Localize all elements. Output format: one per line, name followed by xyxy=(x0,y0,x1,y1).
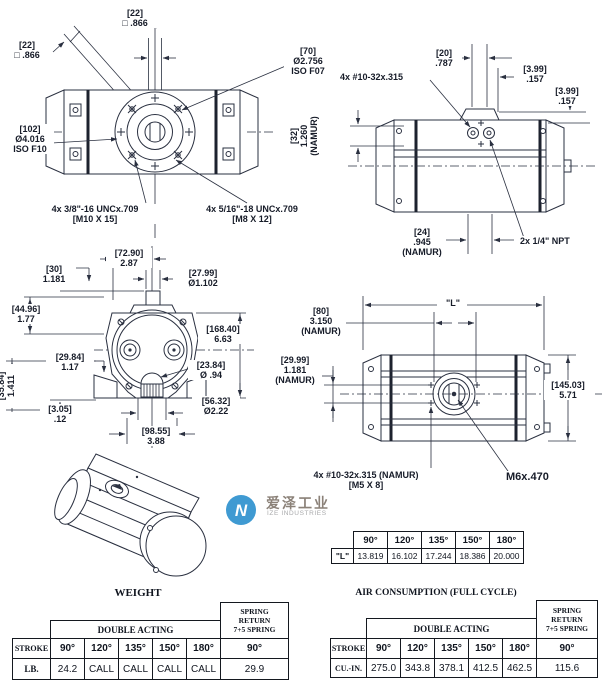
dim-label-square-22-left: [22] □ .866 xyxy=(2,40,52,60)
air-angle-135: 135° xyxy=(434,638,469,659)
weight-unit-label: LB. xyxy=(12,658,51,680)
dim-label-23-84: [23.84] Ø .94 xyxy=(188,360,234,380)
side-view-l-drawing xyxy=(322,296,602,475)
l-table-value: 18.386 xyxy=(455,548,490,564)
dim-label-npt: 2x 1/4" NPT xyxy=(520,236,586,246)
dim-label-29-99-namur: [29.99] 1.181 (NAMUR) xyxy=(270,355,320,385)
dim-label-3-99-b: [3.99] .157 xyxy=(546,86,588,106)
air-stroke-label: STROKE xyxy=(330,638,367,659)
weight-value: CALL xyxy=(152,658,187,680)
dim-label-20: [20] .787 xyxy=(426,48,462,68)
dim-label-iso-f07: [70] Ø2.756 ISO F07 xyxy=(284,46,332,76)
dim-label-145-03: [145.03] 5.71 xyxy=(544,380,592,400)
side-view-top-drawing xyxy=(348,44,598,254)
dim-label-80-namur: [80] 3.150 (NAMUR) xyxy=(298,306,344,336)
dim-label-35-84: [35.84] 1.411 xyxy=(0,364,18,408)
air-double-acting-header: DOUBLE ACTING xyxy=(366,618,537,639)
l-table-header-135: 135° xyxy=(421,531,456,549)
watermark-logo: N 爱泽工业 IZE INDUSTRIES xyxy=(222,491,372,531)
dim-label-32-namur: [32] 1.260 (NAMUR) xyxy=(289,113,321,159)
air-spring-value: 115.6 xyxy=(536,658,598,678)
dim-label-98-55: [98.55] 3.88 xyxy=(134,426,178,446)
air-spring-angle: 90° xyxy=(536,638,598,659)
weight-value: 24.2 xyxy=(50,658,85,680)
weight-stroke-label: STROKE xyxy=(12,638,51,659)
l-table-header-150: 150° xyxy=(455,531,490,549)
weight-spring-angle: 90° xyxy=(220,638,289,659)
dim-label-29-84: [29.84] 1.17 xyxy=(46,352,94,372)
dim-label-3-05: [3.05] .12 xyxy=(40,404,80,424)
air-spring-return-header: SPRING RETURN 7+5 SPRING xyxy=(536,600,598,639)
weight-table: DOUBLE ACTING SPRING RETURN 7+5 SPRING S… xyxy=(12,602,289,680)
weight-value: CALL xyxy=(84,658,119,680)
logo-english-text: IZE INDUSTRIES xyxy=(267,510,327,517)
air-angle-180: 180° xyxy=(502,638,537,659)
weight-angle-90: 90° xyxy=(50,638,85,659)
weight-value: CALL xyxy=(118,658,153,680)
l-table-value: 17.244 xyxy=(421,548,456,564)
l-table-value: 13.819 xyxy=(353,548,388,564)
weight-table-title: WEIGHT xyxy=(114,587,162,599)
dim-label-27-99: [27.99] Ø1.102 xyxy=(178,268,228,288)
dim-label-m6: M6x.470 xyxy=(506,471,566,483)
weight-angle-120: 120° xyxy=(84,638,119,659)
dim-label-30: [30] 1.181 xyxy=(32,264,76,284)
air-value: 343.8 xyxy=(400,658,435,678)
ize-logo-icon: N xyxy=(226,495,256,525)
dim-label-iso-f10: [102] Ø4.016 ISO F10 xyxy=(6,124,54,154)
dim-label-L: "L" xyxy=(442,298,464,308)
l-table-value: 20.000 xyxy=(489,548,524,564)
air-consumption-table: DOUBLE ACTING SPRING RETURN 7+5 SPRING S… xyxy=(330,600,598,678)
weight-angle-135: 135° xyxy=(118,638,153,659)
dim-label-24-namur: [24] .945 (NAMUR) xyxy=(398,227,446,257)
weight-value: CALL xyxy=(186,658,221,680)
isometric-view-drawing xyxy=(54,453,207,577)
air-unit-label: CU.-IN. xyxy=(330,658,367,678)
l-table: 90° 120° 135° 150° 180° "L" 13.819 16.10… xyxy=(331,531,524,564)
l-table-header-90: 90° xyxy=(353,531,388,549)
air-angle-120: 120° xyxy=(400,638,435,659)
air-value: 462.5 xyxy=(502,658,537,678)
dim-label-44-96: [44.96] 1.77 xyxy=(4,304,48,324)
dim-label-56-32: [56.32] Ø2.22 xyxy=(192,396,240,416)
logo-chinese-text: 爱泽工业 xyxy=(266,495,330,511)
end-view-drawing xyxy=(6,246,254,448)
air-angle-90: 90° xyxy=(366,638,401,659)
weight-angle-150: 150° xyxy=(152,638,187,659)
dim-label-bolt-5-16: 4x 5/16"-18 UNCx.709 [M8 X 12] xyxy=(190,204,314,224)
air-value: 275.0 xyxy=(366,658,401,678)
air-angle-150: 150° xyxy=(468,638,503,659)
dim-label-bolt-3-8: 4x 3/8"-16 UNCx.709 [M10 X 15] xyxy=(30,204,160,224)
dim-label-square-22-top: [22] □ .866 xyxy=(110,8,160,28)
dim-label-3-99-a: [3.99] .157 xyxy=(514,64,556,84)
air-table-title: AIR CONSUMPTION (FULL CYCLE) xyxy=(355,588,517,598)
l-table-value: 16.102 xyxy=(387,548,422,564)
svg-text:N: N xyxy=(235,501,248,520)
air-value: 378.1 xyxy=(434,658,469,678)
l-table-header-180: 180° xyxy=(489,531,524,549)
l-table-row-label: "L" xyxy=(331,548,354,564)
dim-label-bolt-10-32-namur: 4x #10-32x.315 (NAMUR) [M5 X 8] xyxy=(300,470,432,490)
weight-double-acting-header: DOUBLE ACTING xyxy=(50,620,221,639)
l-table-header-120: 120° xyxy=(387,531,422,549)
dim-label-bolt-10-32: 4x #10-32x.315 xyxy=(340,72,428,82)
weight-spring-return-header: SPRING RETURN 7+5 SPRING xyxy=(220,602,289,639)
dim-label-168-40: [168.40] 6.63 xyxy=(198,324,248,344)
weight-spring-value: 29.9 xyxy=(220,658,289,680)
weight-angle-180: 180° xyxy=(186,638,221,659)
dim-label-72-90: [72.90] 2.87 xyxy=(106,248,152,268)
air-value: 412.5 xyxy=(468,658,503,678)
